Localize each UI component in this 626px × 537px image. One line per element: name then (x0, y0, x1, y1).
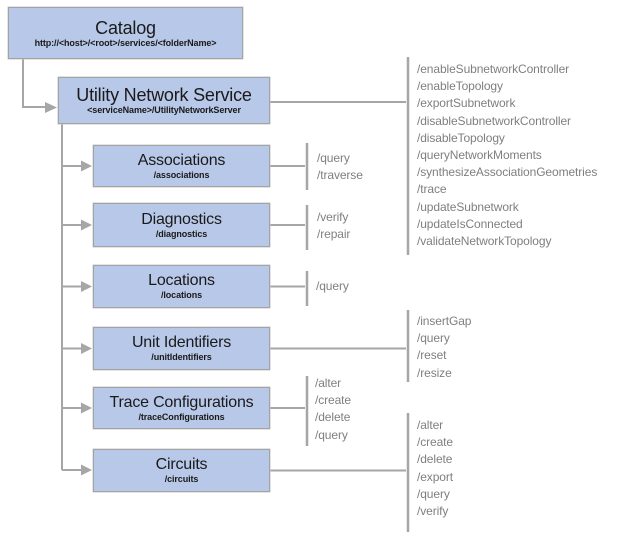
ops-list-locations: /query (316, 278, 349, 295)
node-utility-network-service-subtitle: <serviceName>/UtilityNetworkServer (87, 105, 241, 115)
arrowhead-associations (81, 160, 92, 172)
op-item: /query (317, 151, 350, 165)
arrowhead-locations (81, 281, 92, 292)
node-circuits-subtitle: /circuits (164, 474, 199, 484)
node-associations: Associations /associations (93, 145, 270, 187)
arrowhead-uns (45, 102, 57, 113)
op-item: /export (417, 469, 453, 484)
op-item: /alter (315, 376, 342, 390)
op-item: /delete (417, 452, 453, 467)
node-catalog-subtitle: http://<host>/<root>/services/<folderNam… (34, 37, 217, 48)
op-item: /verify (317, 210, 349, 224)
op-item: /enableSubnetworkController (417, 62, 570, 76)
ops-list-associations: /query /traverse (317, 150, 363, 184)
node-diagnostics: Diagnostics /diagnostics (93, 203, 270, 247)
node-locations-title: Locations (148, 272, 215, 289)
op-item: /query (417, 486, 450, 501)
op-item: /delete (315, 410, 351, 425)
op-item: /enableTopology (417, 79, 503, 94)
node-associations-title: Associations (137, 151, 226, 169)
ops-list-unit-identifiers: /insertGap /query /reset /resize (417, 313, 471, 382)
op-item: /query (417, 331, 450, 346)
wire-catalog-to-uns (22, 59, 46, 108)
ops-list-diagnostics: /verify /repair (317, 209, 350, 243)
node-trace-configurations-title: Trace Configurations (109, 393, 254, 411)
arrowhead-circuits (81, 464, 92, 476)
op-item: /trace (417, 182, 447, 197)
node-trace-configurations: Trace Configurations /traceConfiguration… (93, 387, 270, 429)
node-unit-identifiers: Unit Identifiers /unitIdentifiers (93, 327, 270, 370)
op-item: /disableTopology (417, 130, 505, 145)
op-item: /reset (417, 348, 447, 363)
op-item: /query (316, 279, 349, 293)
op-item: /synthesizeAssociationGeometries (417, 165, 598, 180)
node-diagnostics-subtitle: /diagnostics (155, 228, 208, 239)
node-unit-identifiers-subtitle: /unitIdentifiers (151, 352, 212, 362)
ops-list-circuits: /alter /create /delete /export /query /v… (417, 417, 453, 520)
ops-list-utility-network-service: /enableSubnetworkController /enableTopol… (417, 61, 597, 250)
op-item: /create (417, 435, 453, 450)
op-item: /validateNetworkTopology (417, 234, 552, 249)
node-utility-network-service-title: Utility Network Service (76, 85, 252, 105)
op-item: /query (315, 427, 348, 442)
node-catalog: Catalog http://<host>/<root>/services/<f… (8, 7, 243, 59)
op-item: /exportSubnetwork (417, 96, 516, 111)
node-locations-subtitle: /locations (160, 290, 202, 300)
op-item: /updateIsConnected (417, 216, 523, 231)
op-item: /queryNetworkMoments (417, 148, 542, 163)
node-unit-identifiers-title: Unit Identifiers (131, 334, 232, 351)
arrowhead-diagnostics (81, 219, 92, 231)
node-circuits-title: Circuits (155, 456, 208, 473)
node-locations: Locations /locations (93, 265, 270, 308)
op-item: /resize (417, 365, 452, 380)
ops-list-trace-configurations: /alter /create /delete /query (315, 375, 351, 444)
node-utility-network-service: Utility Network Service <serviceName>/Ut… (58, 77, 270, 124)
arrowhead-unit-identifiers (81, 343, 92, 354)
node-catalog-title: Catalog (95, 17, 156, 38)
op-item: /traverse (317, 168, 363, 183)
op-item: /updateSubnetwork (417, 199, 519, 214)
op-item: /disableSubnetworkController (417, 113, 571, 128)
arrowhead-trace-configurations (81, 402, 92, 414)
op-item: /verify (417, 504, 449, 519)
op-item: /insertGap (417, 314, 472, 328)
node-trace-configurations-subtitle: /traceConfigurations (138, 411, 225, 422)
node-circuits: Circuits /circuits (93, 449, 270, 492)
node-associations-subtitle: /associations (153, 169, 210, 180)
op-item: /repair (317, 227, 351, 242)
node-diagnostics-title: Diagnostics (141, 210, 222, 228)
op-item: /alter (417, 418, 444, 432)
op-item: /create (315, 393, 351, 408)
